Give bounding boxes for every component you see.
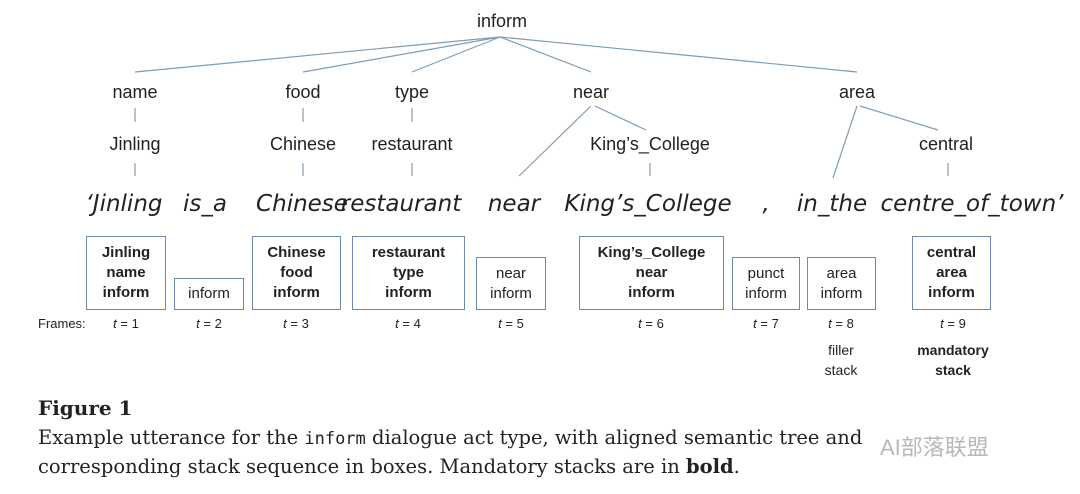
stack-line: punct (747, 264, 785, 282)
value-chinese: Chinese (269, 134, 337, 154)
time-value: 4 (413, 316, 421, 331)
word-chinese: Chinese (256, 191, 348, 217)
edge-area-word (832, 105, 858, 179)
caption-text: Example utterance for the (38, 426, 305, 449)
edge-area-value (859, 105, 939, 131)
word-comma: , (762, 191, 770, 217)
stack-line: inform (102, 284, 150, 301)
stack-line: area (826, 264, 857, 282)
word-kings-college: King’s_College (564, 191, 732, 217)
stack-box-t7: punct inform (732, 257, 800, 310)
stack-box-t3: Chinese food inform (252, 236, 341, 310)
time-value: 9 (958, 316, 966, 331)
time-label-t4: t = 4 (395, 316, 421, 331)
word-in-the: in_the (796, 191, 868, 217)
word-near: near (487, 191, 541, 217)
time-value: 2 (214, 316, 222, 331)
stack-line: food (280, 264, 313, 281)
stack-box-t8: area inform (807, 257, 876, 310)
stack-line: inform (745, 284, 787, 302)
stack-line: inform (928, 284, 975, 301)
time-label-t7: t = 7 (753, 316, 779, 331)
stack-line: area (936, 264, 967, 281)
stack-line: Jinling (101, 244, 151, 261)
time-value: 3 (301, 316, 309, 331)
edge-near-word (518, 105, 592, 177)
word-jinling: ‘Jinling (85, 191, 163, 217)
stack-box-t2: inform (174, 278, 244, 310)
time-value: 6 (656, 316, 664, 331)
stack-box-t6: King’s_College near inform (579, 236, 724, 310)
value-jinling: Jinling (109, 134, 161, 154)
slot-type: type (394, 82, 430, 102)
stack-line: restaurant (371, 244, 446, 261)
value-kings-college: King’s_College (590, 134, 710, 154)
edge-inform-food (302, 36, 501, 73)
stack-box-t1: Jinling name inform (86, 236, 166, 310)
stack-line: King’s_College (597, 244, 706, 261)
caption-text: . (733, 455, 740, 478)
filler-stack-note: filler stack (825, 340, 858, 380)
time-label-t9: t = 9 (940, 316, 966, 331)
time-label-t1: t = 1 (113, 316, 139, 331)
stack-box-t4: restaurant type inform (352, 236, 465, 310)
figure-caption: Example utterance for the inform dialogu… (38, 424, 1038, 480)
time-label-t5: t = 5 (498, 316, 524, 331)
stack-box-t9: central area inform (912, 236, 991, 310)
time-label-t8: t = 8 (828, 316, 854, 331)
stack-line: type (393, 264, 424, 281)
time-value: 5 (516, 316, 524, 331)
word-is-a: is_a (183, 191, 227, 217)
note-line: filler (828, 342, 854, 358)
note-line: stack (824, 362, 858, 378)
slot-near: near (572, 82, 610, 102)
caption-text: dialogue act type, with aligned semantic… (365, 426, 863, 449)
stack-box-t5: near inform (476, 257, 546, 310)
time-label-t6: t = 6 (638, 316, 664, 331)
time-value: 8 (846, 316, 854, 331)
value-central: central (918, 134, 974, 154)
word-centre-of-town: centre_of_town’ (880, 191, 1064, 217)
stack-line: near (495, 264, 527, 282)
note-line: mandatory (917, 342, 989, 358)
time-value: 1 (131, 316, 139, 331)
note-line: stack (935, 362, 971, 378)
stack-line: name (106, 264, 146, 281)
slot-area: area (838, 82, 876, 102)
frames-label: Frames: (38, 316, 86, 331)
tree-root: inform (476, 11, 528, 31)
stack-line: inform (188, 285, 230, 302)
time-label-t2: t = 2 (196, 316, 222, 331)
mandatory-stack-note: mandatory stack (917, 340, 989, 380)
slot-name: name (112, 82, 158, 102)
edge-inform-area (499, 36, 858, 73)
caption-code: inform (304, 429, 366, 449)
caption-text: corresponding stack sequence in boxes. M… (38, 455, 686, 478)
value-restaurant: restaurant (371, 134, 453, 154)
watermark: AI部落联盟 (880, 435, 989, 460)
stack-line: inform (628, 284, 675, 301)
stack-line: inform (820, 284, 863, 302)
stack-line: inform (385, 284, 432, 301)
stack-line: inform (490, 284, 532, 302)
stack-line: central (926, 244, 977, 261)
edge-near-value (594, 105, 647, 131)
stack-line: inform (273, 284, 320, 301)
caption-bold: bold (685, 455, 734, 478)
stack-line: Chinese (267, 244, 326, 261)
edge-inform-name (134, 36, 501, 73)
time-value: 7 (771, 316, 779, 331)
word-restaurant: restaurant (340, 191, 462, 217)
stack-line: near (635, 264, 668, 281)
edge-inform-near (499, 36, 592, 73)
figure-title: Figure 1 (38, 396, 133, 420)
edge-inform-type (411, 36, 501, 73)
time-label-t3: t = 3 (283, 316, 309, 331)
slot-food: food (285, 82, 321, 102)
